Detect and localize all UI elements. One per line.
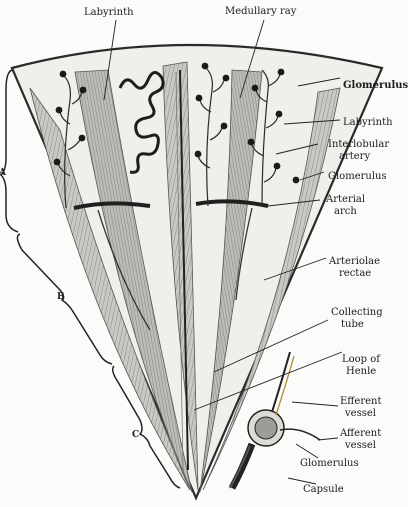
label-afferent-vessel-1: Afferent <box>340 428 381 439</box>
label-labyrinth-right: Labyrinth <box>343 117 393 128</box>
zone-label-c: C <box>132 430 139 441</box>
label-collecting-tube-2: tube <box>341 319 364 330</box>
label-glomerulus-3: Glomerulus <box>300 458 359 469</box>
label-medullary-ray: Medullary ray <box>225 6 296 17</box>
zone-label-b: B <box>57 292 65 303</box>
label-interlobular-artery-2: artery <box>339 151 370 162</box>
label-labyrinth-top: Labyrinth <box>84 7 134 18</box>
label-glomerulus-1: Glomerulus <box>343 80 408 91</box>
label-arterial-arch-1: Arterial <box>326 194 365 205</box>
label-loop-of-henle-2: Henle <box>346 366 376 377</box>
label-efferent-vessel-2: vessel <box>345 408 376 419</box>
zone-label-a: A <box>0 168 6 179</box>
zone-brace-a <box>1 70 18 232</box>
label-loop-of-henle-1: Loop of <box>342 354 380 365</box>
label-afferent-vessel-2: vessel <box>345 440 376 451</box>
label-efferent-vessel-1: Efferent <box>340 396 381 407</box>
label-collecting-tube-1: Collecting <box>331 307 383 318</box>
label-arteriolae-rectae-1: Arteriolae <box>329 256 380 267</box>
label-capsule: Capsule <box>303 484 344 495</box>
label-arteriolae-rectae-2: rectae <box>339 268 371 279</box>
label-glomerulus-2: Glomerulus <box>328 171 387 182</box>
label-interlobular-artery-1: Interlobular <box>328 139 389 150</box>
label-arterial-arch-2: arch <box>334 206 357 217</box>
